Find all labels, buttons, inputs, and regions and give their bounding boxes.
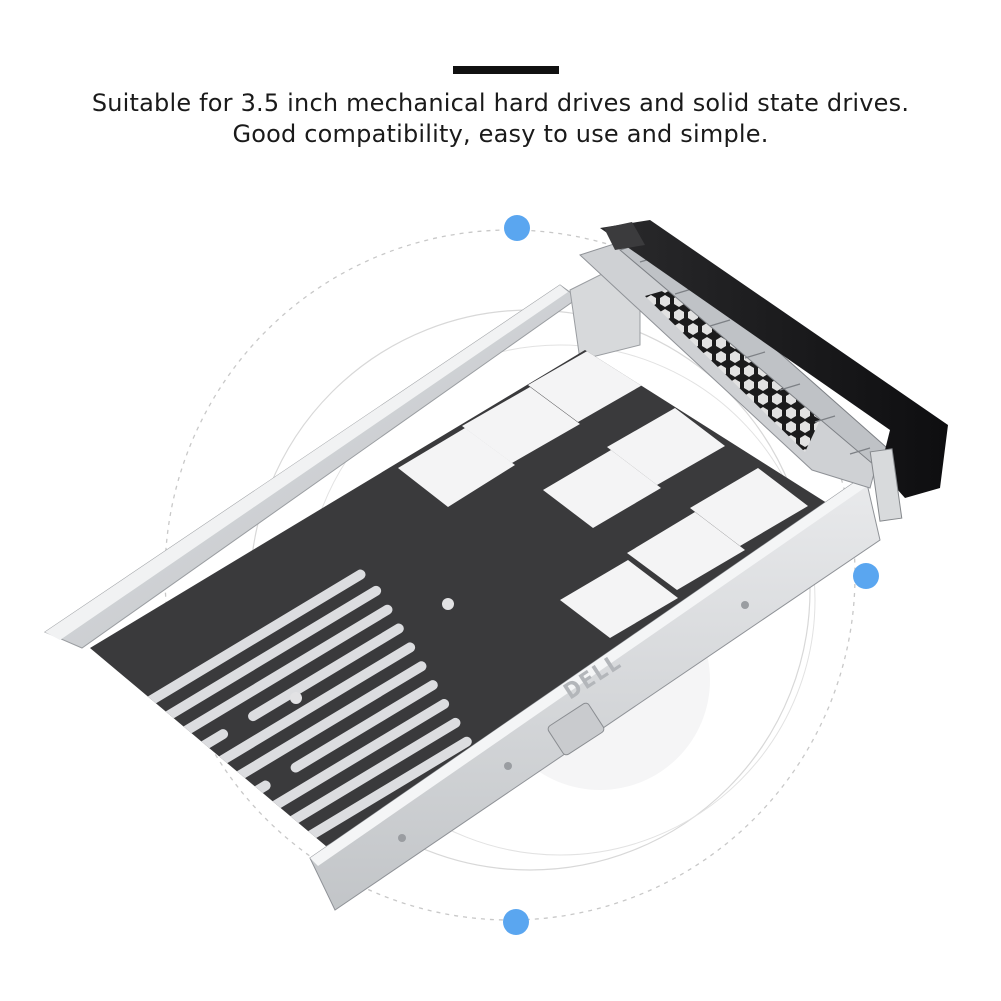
vent-square (690, 468, 808, 546)
marker-dot-top (504, 215, 530, 241)
accent-bar (453, 66, 559, 74)
left-rail-top (45, 285, 568, 640)
tray-handle (600, 220, 948, 498)
handle-latch (604, 222, 645, 250)
headline: Suitable for 3.5 inch mechanical hard dr… (0, 88, 1001, 150)
vent-square (398, 428, 515, 507)
vent-square (627, 512, 745, 590)
headline-line-2: Good compatibility, easy to use and simp… (232, 120, 769, 148)
drive-tray: DELL (43, 220, 948, 911)
vent-square (543, 450, 661, 528)
headline-line-1: Suitable for 3.5 inch mechanical hard dr… (91, 89, 910, 117)
vent-mesh (645, 283, 820, 452)
marker-dot-right (853, 563, 879, 589)
release-button[interactable] (869, 448, 903, 522)
right-rail-top (310, 475, 870, 866)
marker-dot-bottom (503, 909, 529, 935)
vent-square (607, 408, 725, 485)
vent-square (462, 387, 580, 463)
vent-square (560, 560, 678, 638)
